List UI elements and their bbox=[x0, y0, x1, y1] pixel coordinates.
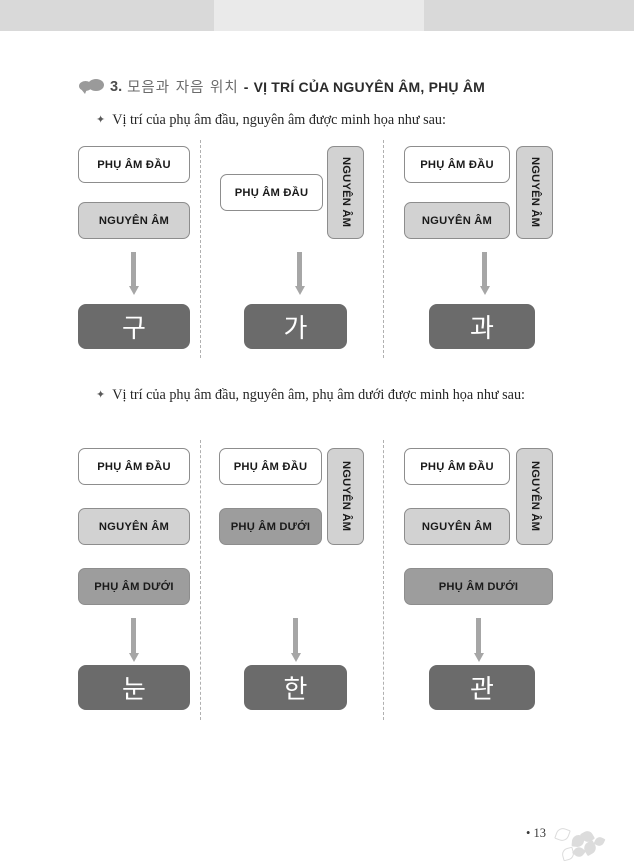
box-vowel[interactable]: NGUYÊN ÂM bbox=[404, 508, 510, 545]
box-label: PHỤ ÂM ĐẦU bbox=[420, 158, 494, 171]
flow-arrow bbox=[128, 252, 139, 295]
result-syllable[interactable]: 관 bbox=[429, 665, 535, 710]
flow-arrow bbox=[473, 618, 484, 662]
box-label: PHỤ ÂM ĐẦU bbox=[97, 460, 171, 473]
box-label: PHỤ ÂM DƯỚI bbox=[94, 580, 174, 593]
box-vowel-vertical[interactable]: NGUYÊN ÂM bbox=[327, 448, 364, 545]
speech-bubble-icon bbox=[79, 78, 105, 96]
banner-segment-right bbox=[424, 0, 634, 31]
heading-number: 3. bbox=[110, 78, 123, 95]
diagram-section-one: PHỤ ÂM ĐẦU NGUYÊN ÂM 구 PHỤ ÂM ĐẦU NGUYÊN… bbox=[0, 140, 634, 358]
box-vowel[interactable]: NGUYÊN ÂM bbox=[78, 508, 190, 545]
bullet-marker-icon: ✦ bbox=[96, 389, 106, 401]
box-label: PHỤ ÂM ĐẦU bbox=[420, 460, 494, 473]
box-initial-consonant[interactable]: PHỤ ÂM ĐẦU bbox=[220, 174, 323, 211]
result-label: 과 bbox=[469, 314, 495, 344]
box-label: NGUYÊN ÂM bbox=[98, 214, 170, 227]
bullet-marker-icon: ✦ bbox=[96, 114, 106, 126]
heading-vietnamese: VỊ TRÍ CỦA NGUYÊN ÂM, PHỤ ÂM bbox=[253, 78, 485, 95]
result-label: 가 bbox=[283, 314, 308, 344]
box-label: NGUYÊN ÂM bbox=[340, 461, 352, 532]
box-label: NGUYÊN ÂM bbox=[98, 520, 170, 533]
box-label: PHỤ ÂM ĐẦU bbox=[234, 186, 309, 199]
diagram-section-two: PHỤ ÂM ĐẦU NGUYÊN ÂM PHỤ ÂM DƯỚI 눈 PHỤ Â… bbox=[0, 440, 634, 720]
box-initial-consonant[interactable]: PHỤ ÂM ĐẦU bbox=[404, 448, 510, 485]
result-syllable[interactable]: 한 bbox=[244, 665, 347, 710]
flow-arrow bbox=[290, 618, 301, 662]
box-final-consonant-wide[interactable]: PHỤ ÂM DƯỚI bbox=[404, 568, 553, 605]
banner-segment-left bbox=[0, 0, 214, 31]
box-label: NGUYÊN ÂM bbox=[421, 214, 493, 227]
box-final-consonant[interactable]: PHỤ ÂM DƯỚI bbox=[78, 568, 190, 605]
bullet-second-text: Vị trí của phụ âm đầu, nguyên âm, phụ âm… bbox=[112, 387, 526, 403]
column-divider-2 bbox=[383, 440, 384, 720]
box-final-consonant[interactable]: PHỤ ÂM DƯỚI bbox=[219, 508, 322, 545]
box-initial-consonant[interactable]: PHỤ ÂM ĐẦU bbox=[78, 448, 190, 485]
box-label: PHỤ ÂM ĐẦU bbox=[233, 460, 308, 473]
result-syllable[interactable]: 구 bbox=[78, 304, 190, 349]
box-label: NGUYÊN ÂM bbox=[529, 157, 541, 228]
bullet-first: ✦ Vị trí của phụ âm đầu, nguyên âm được … bbox=[96, 110, 566, 130]
flower-decoration-icon bbox=[550, 826, 616, 862]
box-initial-consonant[interactable]: PHỤ ÂM ĐẦU bbox=[219, 448, 322, 485]
flow-arrow bbox=[294, 252, 305, 295]
box-label: NGUYÊN ÂM bbox=[340, 157, 352, 228]
page-title: 3. 모음과 자음 위치 - VỊ TRÍ CỦA NGUYÊN ÂM, PHỤ… bbox=[79, 76, 485, 97]
box-label: NGUYÊN ÂM bbox=[421, 520, 493, 533]
result-label: 구 bbox=[121, 314, 147, 344]
page-footer: • 13 bbox=[0, 826, 634, 862]
banner-segment-center bbox=[214, 0, 424, 31]
flow-arrow bbox=[479, 252, 490, 295]
result-label: 한 bbox=[283, 675, 308, 705]
result-label: 관 bbox=[469, 675, 495, 705]
bullet-second: ✦ Vị trí của phụ âm đầu, nguyên âm, phụ … bbox=[96, 385, 571, 405]
box-label: PHỤ ÂM ĐẦU bbox=[97, 158, 171, 171]
result-syllable[interactable]: 눈 bbox=[78, 665, 190, 710]
heading-korean: 모음과 자음 위치 bbox=[127, 80, 239, 96]
column-divider-2 bbox=[383, 140, 384, 358]
box-vowel-vertical[interactable]: NGUYÊN ÂM bbox=[327, 146, 364, 239]
box-label: PHỤ ÂM DƯỚI bbox=[438, 580, 519, 593]
heading-separator: - bbox=[243, 78, 249, 95]
result-label: 눈 bbox=[121, 675, 147, 705]
box-initial-consonant[interactable]: PHỤ ÂM ĐẦU bbox=[78, 146, 190, 183]
box-label: NGUYÊN ÂM bbox=[529, 461, 541, 532]
box-vowel-vertical[interactable]: NGUYÊN ÂM bbox=[516, 146, 553, 239]
column-divider-1 bbox=[200, 440, 201, 720]
result-syllable[interactable]: 과 bbox=[429, 304, 535, 349]
box-vowel[interactable]: NGUYÊN ÂM bbox=[78, 202, 190, 239]
box-initial-consonant[interactable]: PHỤ ÂM ĐẦU bbox=[404, 146, 510, 183]
top-banner bbox=[0, 0, 634, 31]
box-vowel-vertical[interactable]: NGUYÊN ÂM bbox=[516, 448, 553, 545]
box-vowel[interactable]: NGUYÊN ÂM bbox=[404, 202, 510, 239]
page-number: • 13 bbox=[525, 826, 546, 840]
result-syllable[interactable]: 가 bbox=[244, 304, 347, 349]
column-divider-1 bbox=[200, 140, 201, 358]
box-label: PHỤ ÂM DƯỚI bbox=[230, 520, 311, 533]
bullet-first-text: Vị trí của phụ âm đầu, nguyên âm được mi… bbox=[112, 112, 446, 128]
flow-arrow bbox=[128, 618, 139, 662]
